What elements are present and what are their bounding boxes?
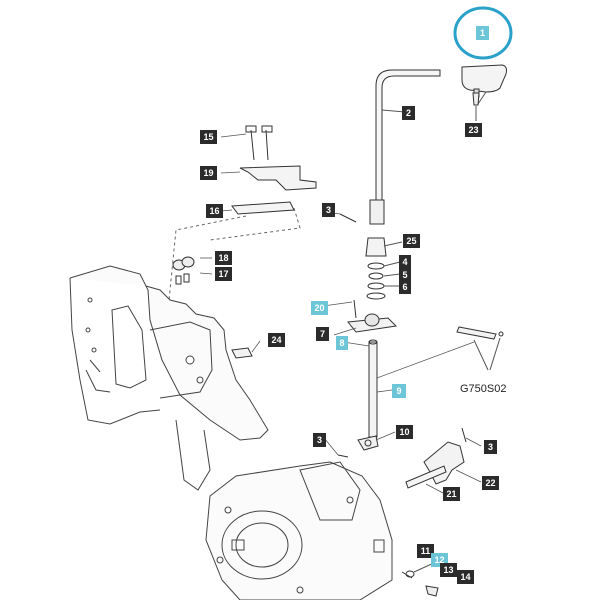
- callout-21[interactable]: 21: [443, 487, 460, 501]
- linkage-bar: [456, 326, 504, 371]
- tractor-frame: [69, 265, 269, 491]
- transmission-housing: [205, 461, 393, 600]
- callout-3a[interactable]: 3: [322, 203, 335, 217]
- callout-22[interactable]: 22: [482, 476, 499, 490]
- callout-1[interactable]: 1: [476, 26, 489, 40]
- callout-5[interactable]: 5: [399, 268, 411, 282]
- parts-17-18: [172, 256, 195, 285]
- part-pin-23: [472, 92, 480, 121]
- callout-8[interactable]: 8: [336, 336, 348, 350]
- part-rod-21: [405, 465, 447, 489]
- callout-16[interactable]: 16: [206, 204, 223, 218]
- callout-18[interactable]: 18: [215, 251, 232, 265]
- callout-3b[interactable]: 3: [313, 433, 326, 447]
- callout-7[interactable]: 7: [316, 327, 329, 341]
- callout-23[interactable]: 23: [465, 123, 482, 137]
- part-clip-24: [231, 347, 253, 359]
- callout-10[interactable]: 10: [396, 425, 413, 439]
- callout-6[interactable]: 6: [399, 280, 411, 294]
- part-bolt-20: [353, 299, 357, 319]
- part-gear-lever: [369, 69, 441, 225]
- callout-14[interactable]: 14: [457, 570, 474, 584]
- plug-parts: [401, 561, 439, 597]
- callout-15[interactable]: 15: [200, 130, 217, 144]
- callout-13[interactable]: 13: [440, 563, 457, 577]
- plate-16: [231, 201, 295, 215]
- callout-17[interactable]: 17: [215, 267, 232, 281]
- part-knob: [461, 64, 507, 105]
- callout-2[interactable]: 2: [402, 106, 415, 120]
- leader-lines: [199, 133, 482, 494]
- callout-3c[interactable]: 3: [484, 440, 497, 454]
- plate-19: [239, 165, 317, 191]
- callout-25[interactable]: 25: [403, 234, 420, 248]
- part-shift-shaft: [368, 339, 475, 438]
- part-lever-10: [357, 435, 379, 451]
- part-bracket-7: [347, 313, 398, 333]
- part-pin-3c: [461, 427, 467, 443]
- part-pin-3b: [339, 213, 357, 223]
- selection-ring: [453, 6, 513, 60]
- part-pin-3: [337, 454, 349, 458]
- callout-19[interactable]: 19: [200, 166, 217, 180]
- washers-4-5-6: [366, 261, 401, 300]
- bolts-15: [245, 125, 273, 161]
- drawing-code: G750S02: [460, 383, 507, 395]
- callout-4[interactable]: 4: [399, 255, 411, 269]
- part-boot: [365, 237, 403, 257]
- callout-24[interactable]: 24: [268, 333, 285, 347]
- callout-20[interactable]: 20: [311, 301, 328, 315]
- callout-11[interactable]: 11: [417, 544, 434, 558]
- callout-9[interactable]: 9: [392, 384, 406, 398]
